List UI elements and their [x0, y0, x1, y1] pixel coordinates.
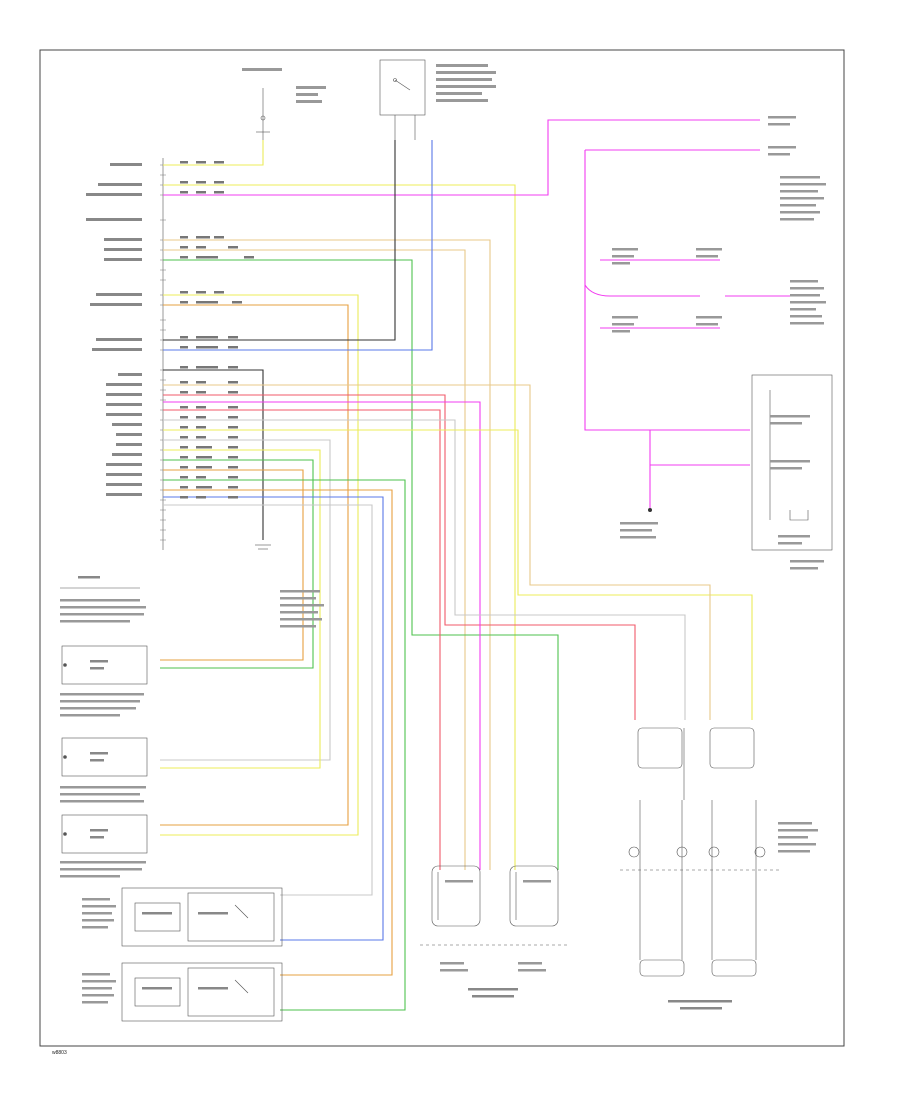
wire-tan-highcontrol [163, 239, 491, 870]
wire-runs [160, 119, 790, 1011]
wire-white-sensor1 [160, 439, 331, 761]
retractor-pretensioner-left [121, 962, 283, 1022]
sdm-pin-function-labels [86, 163, 142, 496]
wire-orange-lower [163, 489, 393, 976]
retractor-pretensioner-right [121, 887, 283, 947]
wire-green-lowcontrol [163, 259, 559, 870]
retractor-pretensioners [82, 887, 283, 1022]
pressure-sensor-1 [61, 645, 148, 685]
seat-belt-switch [379, 59, 496, 140]
wire-yellow-tan-right [163, 429, 753, 720]
diagram-frame [39, 49, 845, 1047]
wire-blue-lower [163, 496, 384, 941]
pressure-sensor-2 [61, 737, 148, 777]
class2-splice-labels [768, 116, 826, 325]
wire-green-lower [163, 479, 406, 1011]
wire-red-lowcontrol1 [163, 394, 636, 720]
wire-red-highcontrol [163, 409, 441, 870]
wire-tan-lowcontrol [163, 249, 466, 870]
wire-yellow-class2 [163, 184, 516, 870]
wire-pink-class2-main [163, 119, 760, 196]
wire-pink-vertical [584, 150, 750, 431]
pressure-sensor-3 [61, 814, 148, 854]
ground-point [648, 508, 652, 512]
wire-white-lower [163, 504, 373, 896]
fuse-block-top [242, 68, 326, 140]
wire-pink-branch-mid2 [584, 284, 700, 297]
circuit-labels [180, 161, 254, 499]
wire-tan-right2 [163, 384, 711, 720]
wire-orange-sensor [160, 304, 349, 826]
wire-gray-ground [163, 369, 264, 540]
wire-white-highcontrol [163, 419, 686, 720]
ground-symbol [255, 544, 324, 628]
ip-module [751, 374, 833, 570]
wire-yellow-sensor1 [160, 449, 321, 769]
wire-yellow-sensor [160, 294, 359, 836]
airbag-modules-right [620, 727, 818, 1010]
wire-yellow-ignition [163, 140, 264, 166]
airbag-modules-center [420, 865, 570, 998]
wire-pink-lowcontrol2 [163, 401, 481, 870]
pink-branch-modules [612, 248, 722, 539]
sensor-modules-left [60, 576, 148, 878]
wire-gray-seatbelt [163, 140, 396, 341]
footer-code: w8803 [52, 1050, 67, 1056]
wire-blue-seatbelt [163, 140, 433, 351]
wire-tan-sensor2 [160, 469, 304, 661]
wire-green-sensor2 [160, 459, 314, 669]
